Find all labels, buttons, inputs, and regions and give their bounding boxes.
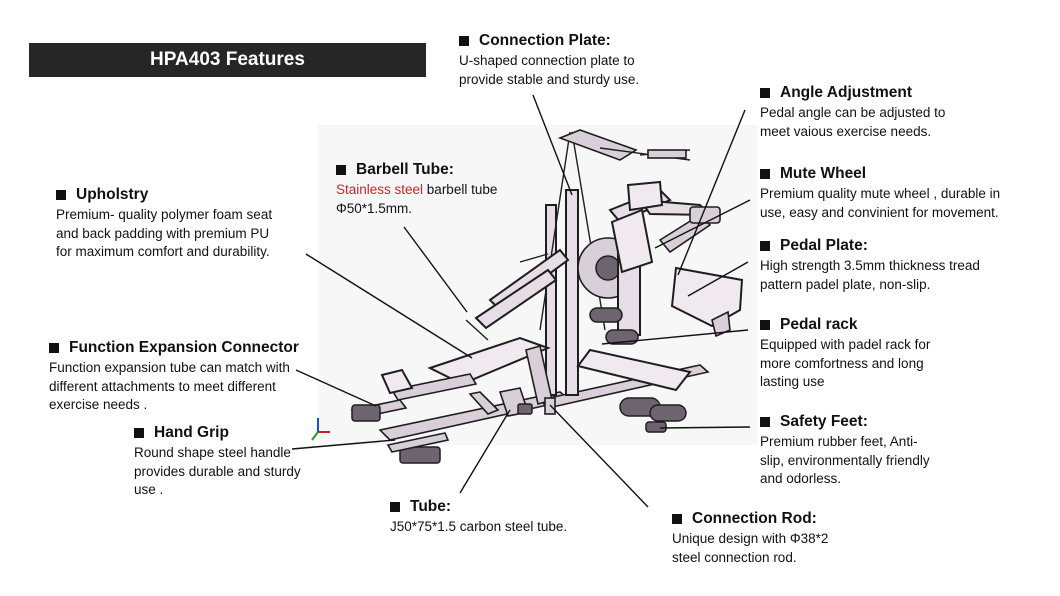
safety-feet: [517, 403, 667, 433]
feature-desc-line: steel connection rod.: [672, 549, 797, 565]
feature-desc-line: pattern padel plate, non-slip.: [760, 276, 931, 292]
leader-pedal-plate: [687, 261, 749, 297]
feature-title: Connection Rod:: [692, 510, 817, 527]
feature-upholstry: Upholstry Premium- quality polymer foam …: [56, 185, 272, 262]
leader-mute-wheel: [654, 199, 751, 249]
feature-title: Tube:: [410, 498, 452, 515]
leader-angle-adjustment: [677, 109, 746, 276]
feature-connection-rod: Connection Rod: Unique design with Φ38*2…: [672, 509, 828, 567]
feature-desc-line: Function expansion tube can match with: [49, 360, 290, 375]
leader-barbell-tube: [403, 226, 468, 313]
feature-safety-feet: Safety Feet: Premium rubber feet, Anti- …: [760, 412, 930, 489]
square-bullet-icon: [672, 514, 682, 524]
feature-desc-line: use .: [134, 482, 164, 497]
axis-marker: [311, 418, 330, 441]
feature-title: Barbell Tube:: [356, 161, 454, 178]
feature-title: Safety Feet:: [780, 413, 868, 430]
feature-function-expansion: Function Expansion Connector Function ex…: [49, 338, 299, 415]
feature-title: Connection Plate:: [479, 32, 611, 49]
square-bullet-icon: [760, 169, 770, 179]
feature-title: Mute Wheel: [780, 165, 867, 182]
feature-title: Function Expansion Connector: [69, 339, 299, 356]
feature-desc-line: Unique design with Φ38*2: [672, 531, 829, 546]
leader-upholstry: [305, 253, 473, 359]
feature-tube: Tube: J50*75*1.5 carbon steel tube.: [390, 497, 567, 537]
feature-pedal-rack: Pedal rack Equipped with padel rack for …: [760, 315, 930, 392]
feature-connection-plate: Connection Plate: U-shaped connection pl…: [459, 31, 639, 89]
square-bullet-icon: [760, 320, 770, 330]
feature-desc-line: J50*75*1.5 carbon steel tube.: [390, 519, 568, 534]
main-tower: [539, 129, 691, 396]
feature-desc-line: Round shape steel handle: [134, 445, 291, 460]
feature-desc-line: meet vaious exercise needs.: [760, 123, 932, 139]
feature-desc-line: provides durable and sturdy: [134, 463, 301, 479]
feature-desc-line: provide stable and sturdy use.: [459, 71, 640, 87]
feature-desc-text: barbell tube: [423, 182, 498, 197]
feature-desc-line: more comfortness and long: [760, 355, 924, 371]
feature-title: Pedal rack: [780, 316, 858, 333]
feature-desc-line: Pedal angle can be adjusted to: [760, 105, 946, 120]
feature-desc-line: exercise needs .: [49, 397, 148, 412]
square-bullet-icon: [459, 36, 469, 46]
feature-desc-line: and back padding with premium PU: [56, 225, 270, 241]
square-bullet-icon: [760, 241, 770, 251]
feature-desc-line: for maximum comfort and durability.: [56, 244, 270, 259]
feature-title: Upholstry: [76, 186, 149, 203]
leader-function-expansion: [295, 369, 377, 407]
roller-pads: [589, 307, 687, 422]
press-arms: [465, 248, 570, 341]
feature-desc-line: Φ50*1.5mm.: [336, 200, 413, 216]
square-bullet-icon: [760, 417, 770, 427]
feature-desc-line: slip, environmentally friendly: [760, 452, 930, 468]
leader-connection-plate: [532, 94, 573, 196]
feature-pedal-plate: Pedal Plate: High strength 3.5mm thickne…: [760, 236, 980, 294]
leader-safety-feet: [659, 426, 751, 429]
back-pads: [610, 180, 664, 274]
feature-desc-line: Premium quality mute wheel , durable in: [760, 186, 1001, 201]
feature-desc-line: U-shaped connection plate to: [459, 53, 635, 68]
square-bullet-icon: [49, 343, 59, 353]
square-bullet-icon: [336, 165, 346, 175]
leader-tube: [459, 409, 511, 494]
feature-desc-line: Equipped with padel rack for: [760, 337, 931, 352]
square-bullet-icon: [56, 190, 66, 200]
leader-lines: [291, 94, 751, 508]
feature-title: Pedal Plate:: [780, 237, 868, 254]
leader-hand-grip: [291, 439, 396, 450]
feature-barbell-tube: Barbell Tube: Stainless steel barbell tu…: [336, 160, 497, 218]
feature-desc-line: High strength 3.5mm thickness tread: [760, 258, 980, 273]
pedal-plate: [670, 266, 744, 338]
square-bullet-icon: [760, 88, 770, 98]
bench: [380, 336, 692, 401]
feature-desc-line: Premium rubber feet, Anti-: [760, 434, 918, 449]
page-title: HPA403 Features: [29, 43, 426, 77]
feature-angle-adjustment: Angle Adjustment Pedal angle can be adju…: [760, 83, 945, 141]
feature-hand-grip: Hand Grip Round shape steel handle provi…: [134, 423, 301, 500]
square-bullet-icon: [390, 502, 400, 512]
material-highlight: Stainless steel: [336, 182, 424, 197]
feature-desc-line: different attachments to meet different: [49, 378, 276, 394]
feature-desc-line: use, easy and convinient for movement.: [760, 204, 999, 220]
feature-title: Hand Grip: [154, 424, 229, 441]
leader-pedal-rack: [601, 329, 749, 345]
feature-mute-wheel: Mute Wheel Premium quality mute wheel , …: [760, 164, 1000, 222]
feature-title: Angle Adjustment: [780, 84, 913, 101]
feature-desc-line: lasting use: [760, 374, 825, 389]
feature-desc-line: and odorless.: [760, 471, 842, 486]
feature-desc-line: Premium- quality polymer foam seat: [56, 207, 273, 222]
leader-connection-rod: [549, 404, 649, 508]
feature-desc-line: Stainless steel barbell tube: [336, 181, 497, 200]
square-bullet-icon: [134, 428, 144, 438]
